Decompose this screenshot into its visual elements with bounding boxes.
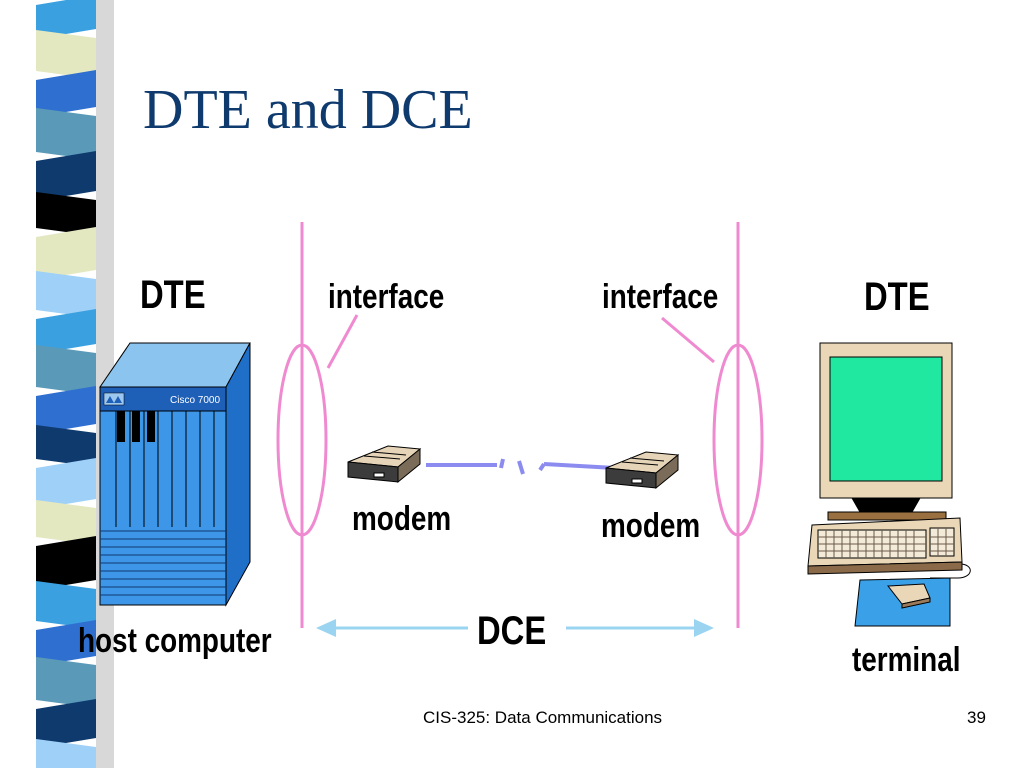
footer-course-title: CIS-325: Data Communications — [423, 708, 663, 727]
left-interface-label: interface — [328, 278, 445, 316]
right-dte-label: DTE — [864, 275, 930, 319]
modem-link-line — [426, 458, 616, 475]
left-interface-callout-line — [326, 314, 359, 369]
right-modem-label: modem — [601, 507, 701, 545]
dce-span-arrow — [316, 619, 714, 637]
left-modem-label: modem — [352, 500, 452, 538]
right-interface-label: interface — [602, 278, 719, 316]
left-interface-ellipse — [276, 343, 328, 537]
host-computer-icon — [99, 342, 251, 607]
right-interface-callout-line — [661, 316, 715, 364]
dce-label: DCE — [477, 609, 547, 653]
terminal-label: terminal — [852, 641, 961, 679]
left-modem-icon — [347, 445, 422, 484]
host-computer-label: host computer — [78, 622, 272, 660]
slide-title: DTE and DCE — [143, 79, 473, 141]
right-modem-icon — [605, 451, 680, 490]
slide-page-number: 39 — [967, 708, 986, 727]
decorative-side-strip — [36, 0, 114, 768]
left-dte-label: DTE — [140, 273, 206, 317]
terminal-icon — [807, 342, 971, 627]
right-interface-ellipse — [712, 343, 764, 537]
router-brand-label: Cisco 7000 — [170, 395, 221, 406]
